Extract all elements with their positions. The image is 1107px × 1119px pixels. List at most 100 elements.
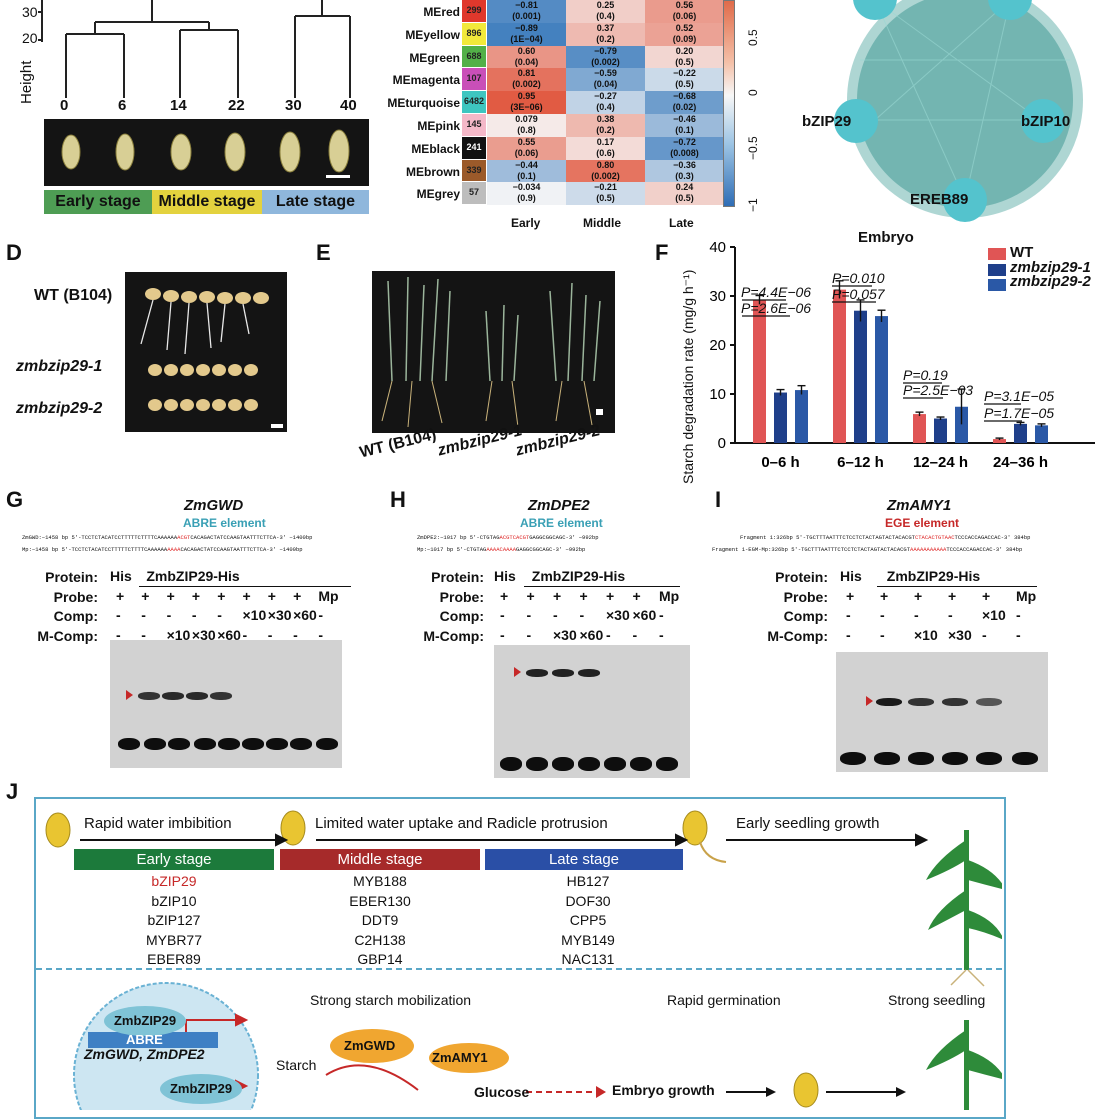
pvalue: P=2.5E−03 (903, 382, 974, 398)
bar (854, 310, 867, 443)
x-tick-label: 24–36 h (993, 454, 1048, 471)
lane-comp-value: - (659, 607, 664, 623)
lane-mcomp-value: - (267, 626, 273, 643)
heatmap-cell: 0.56(0.06) (645, 0, 724, 23)
module-name: MEgreen (409, 50, 460, 65)
lane-comp-value: - (526, 607, 532, 623)
module-name: MEpink (417, 119, 460, 133)
lane-comp-value: - (948, 607, 953, 623)
protein-his-label: His (494, 568, 516, 584)
ytick-30: 30 (22, 4, 38, 20)
lane-mcomp-value: ×30 (191, 626, 216, 643)
y-tick-label: 30 (709, 288, 726, 305)
lane-probe-value: + (166, 587, 175, 604)
hour-label: 6 (118, 97, 127, 114)
lane-probe-value: + (846, 587, 855, 604)
late-stage-box: Late stage (262, 190, 369, 214)
genotype-label: zmbzip29-2 (16, 400, 103, 417)
y-tick-label: 0 (718, 435, 726, 452)
lane-probe-value: Mp (1016, 587, 1037, 604)
x-tick-label: 6–12 h (837, 454, 884, 471)
element-label: EGE element (885, 516, 960, 530)
col-label-early: Early (511, 216, 541, 230)
lane-mcomp-value: - (1016, 626, 1021, 643)
protein-his-label: His (840, 568, 862, 584)
phase-label: Rapid germination (667, 992, 781, 1008)
lane-comp-value: ×10 (242, 607, 267, 623)
protein-his-label: His (110, 568, 132, 584)
height-axis-label: Height (18, 60, 35, 104)
emsa-blot-i (836, 652, 1048, 772)
lane-mcomp-value: - (500, 626, 505, 643)
phase-label: Strong seedling (888, 992, 986, 1008)
lane-probe-value: + (116, 587, 125, 604)
emsa-blot-g (110, 640, 342, 768)
panel-letter: F (655, 240, 669, 265)
lane-mcomp-value: - (982, 626, 987, 643)
heatmap-cell: 0.079(0.8) (487, 114, 566, 137)
seed-shapes (140, 288, 283, 428)
heatmap-cell: −0.27(0.4) (566, 91, 645, 114)
middle-stage-box: Middle stage (152, 190, 262, 214)
bar (753, 299, 766, 443)
bar (774, 392, 787, 443)
lane-mcomp-value: - (659, 626, 664, 643)
probe-sequence: ZmGWD:−1458 bp 5'-TCCTCTACATCCTTTTTCTTTT… (22, 534, 313, 541)
heatmap-cell: 0.38(0.2) (566, 114, 645, 137)
x-tick-label: 12–24 h (913, 454, 968, 471)
phase-label: Strong starch mobilization (310, 992, 472, 1008)
heatmap-cell: −0.36(0.3) (645, 159, 724, 183)
legend-label: zmbzip29-1 (1010, 259, 1091, 276)
scale-tick: 0 (746, 89, 760, 96)
stage-bar-middle: Middle stage (280, 849, 480, 870)
panel-letter: H (390, 487, 406, 512)
lane-comp-value: ×60 (293, 607, 317, 623)
lane-probe-value: + (579, 587, 588, 604)
lane-comp-value: - (500, 607, 505, 623)
scale-tick: 0.5 (746, 29, 760, 46)
panel-letter: D (6, 240, 22, 265)
heatmap-cell: 0.17(0.6) (566, 136, 645, 160)
lane-comp-value: - (579, 607, 585, 623)
row-labels: Protein:Probe:Comp:M-Comp: (423, 569, 484, 644)
lane-comp-value: ×30 (267, 607, 292, 623)
protein-bracket-line (138, 586, 351, 587)
heatmap-cell: 0.52(0.09) (645, 22, 724, 46)
genotype-label: WT (B104) (34, 287, 113, 304)
tf-bubble: ZmbZIP29 (104, 1006, 186, 1036)
legend-label: zmbzip29-2 (1010, 273, 1091, 290)
heatmap-cell: 0.60(0.04) (487, 45, 566, 69)
lane-mcomp-value: - (880, 626, 885, 643)
lane-probe-value: + (982, 587, 991, 604)
lane-mcomp-value: - (242, 626, 248, 643)
mutant-sequence: Mp:−1458 bp 5'-TCCTCTACATCCTTTTTCTTTTCAA… (22, 546, 303, 553)
bar (795, 390, 808, 443)
heatmap-cell: −0.22(0.5) (645, 68, 724, 92)
module-size-swatch: 57 (462, 182, 486, 205)
protein-fusion-label: ZmbZIP29-His (146, 568, 240, 584)
heatmap-cell: 0.24(0.5) (645, 182, 724, 206)
pvalue: P=4.4E−06 (741, 284, 812, 300)
node-bzip29: bZIP29 (802, 113, 852, 130)
heatmap-cell: 0.80(0.002) (566, 159, 645, 183)
pvalue: P=2.6E−06 (741, 300, 812, 316)
lane-comp-value: - (318, 607, 324, 623)
module-name: MEyellow (405, 27, 460, 42)
lane-mcomp-value: - (318, 626, 324, 643)
abre-box: ABRE (126, 1032, 163, 1047)
heatmap-cell: −0.68(0.02) (645, 91, 724, 114)
heatmap-cell: 0.37(0.2) (566, 22, 645, 46)
module-size-swatch: 896 (462, 22, 486, 45)
lane-comp-value: - (166, 607, 172, 623)
heatmap-cell: 0.95(3E−06) (487, 91, 566, 114)
lane-probe-value: + (242, 587, 251, 604)
panel-letter: I (715, 487, 722, 512)
legend-swatch-wt (988, 248, 1006, 260)
heatmap-cell: −0.034(0.9) (487, 182, 566, 206)
element-label: ABRE element (520, 516, 603, 530)
lane-mcomp-value: - (141, 626, 146, 643)
module-name: MEturquoise (387, 96, 460, 111)
lane-mcomp-value: - (632, 626, 638, 643)
